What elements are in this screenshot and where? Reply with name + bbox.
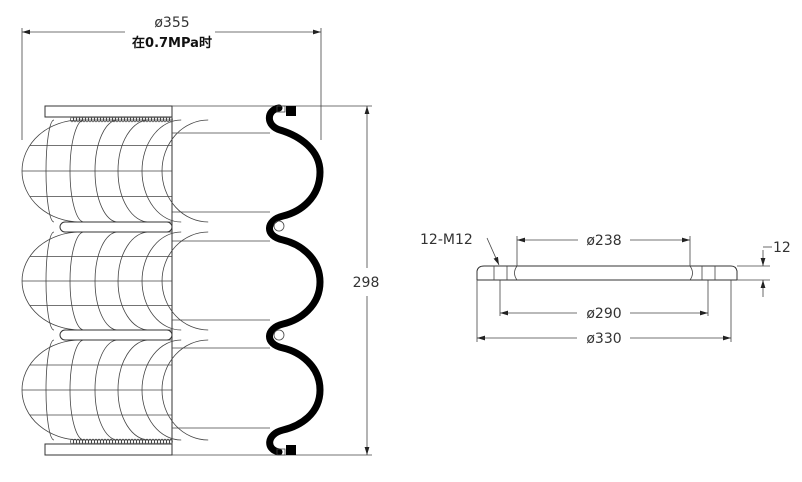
- convolution-arc: [141, 119, 182, 223]
- crimp-tooth: [157, 116, 161, 123]
- convolution-arc: [161, 119, 209, 223]
- convolution-arc: [94, 339, 118, 441]
- convolution-arc: [161, 231, 209, 331]
- crimp-tooth: [118, 116, 122, 123]
- height-dimension: 298: [353, 106, 380, 455]
- convolution-arc: [161, 339, 209, 441]
- crimp-tooth: [154, 116, 158, 123]
- crimp-tooth: [130, 116, 134, 123]
- crimp-tooth: [169, 438, 173, 445]
- flange-outline: [476, 265, 738, 281]
- bolt-circle-label: ø290: [586, 306, 621, 322]
- convolution-arc: [69, 231, 85, 331]
- crimp-tooth: [76, 116, 80, 123]
- convolution-arc: [117, 231, 149, 331]
- crimp-tooth: [82, 116, 86, 123]
- bellows-mesh: [21, 119, 209, 441]
- convolution-arc: [69, 339, 85, 441]
- convolution-arc: [45, 231, 55, 331]
- crimp-tooth: [91, 116, 95, 123]
- thickness-label: 12: [773, 240, 791, 256]
- crimp-tooth: [115, 116, 119, 123]
- height-label: 298: [353, 275, 380, 291]
- girdle-ring-lower: [59, 329, 173, 341]
- crimp-tooth: [124, 116, 128, 123]
- crimp-tooth: [103, 116, 107, 123]
- crimp-tooth: [145, 116, 149, 123]
- girdle-ring-upper: [59, 221, 173, 233]
- bolt-holes: [493, 265, 770, 281]
- convolution-arc: [45, 119, 55, 223]
- crimp-tooth: [88, 116, 92, 123]
- crimp-tooth: [85, 116, 89, 123]
- flange-section-view: 12-M12 ø238 ø290 ø330 12: [420, 232, 791, 347]
- convolution-arc: [117, 339, 149, 441]
- convolution-arc: [141, 231, 182, 331]
- crimp-tooth: [160, 116, 164, 123]
- crimp-tooth: [121, 116, 125, 123]
- diameter-label: ø355: [154, 15, 189, 31]
- crimp-tooth: [151, 116, 155, 123]
- crimp-tooth: [133, 116, 137, 123]
- convolution-arc: [94, 231, 118, 331]
- crimp-tooth: [73, 116, 77, 123]
- crimp-tooth: [97, 116, 101, 123]
- pressure-note: 在0.7MPa时: [132, 35, 212, 51]
- thread-label: 12-M12: [420, 232, 473, 248]
- convolution-arc: [117, 119, 149, 223]
- top-plate: [44, 105, 173, 118]
- crimp-tooth: [166, 116, 170, 123]
- crimp-tooth: [106, 116, 110, 123]
- rubber-profile: [265, 104, 324, 456]
- inner-diameter-label: ø238: [586, 233, 621, 249]
- outer-diameter-label: ø330: [586, 331, 621, 347]
- section-lines: [172, 132, 270, 429]
- diameter-dimension: ø355 在0.7MPa时: [21, 15, 322, 140]
- bottom-plate: [44, 443, 173, 456]
- crimp-tooth: [127, 116, 131, 123]
- convolution-arc: [69, 119, 85, 223]
- crimp-tooth: [163, 116, 167, 123]
- crimp-tooth: [94, 116, 98, 123]
- crimp-rings: [70, 116, 173, 445]
- crimp-tooth: [148, 116, 152, 123]
- convolution-arc: [141, 339, 182, 441]
- convolution-arc: [94, 119, 118, 223]
- crimp-tooth: [136, 116, 140, 123]
- convolution-arc: [45, 339, 55, 441]
- crimp-tooth: [100, 116, 104, 123]
- crimp-tooth: [70, 116, 74, 123]
- bellows-side-view: ø355 在0.7MPa时: [21, 15, 380, 456]
